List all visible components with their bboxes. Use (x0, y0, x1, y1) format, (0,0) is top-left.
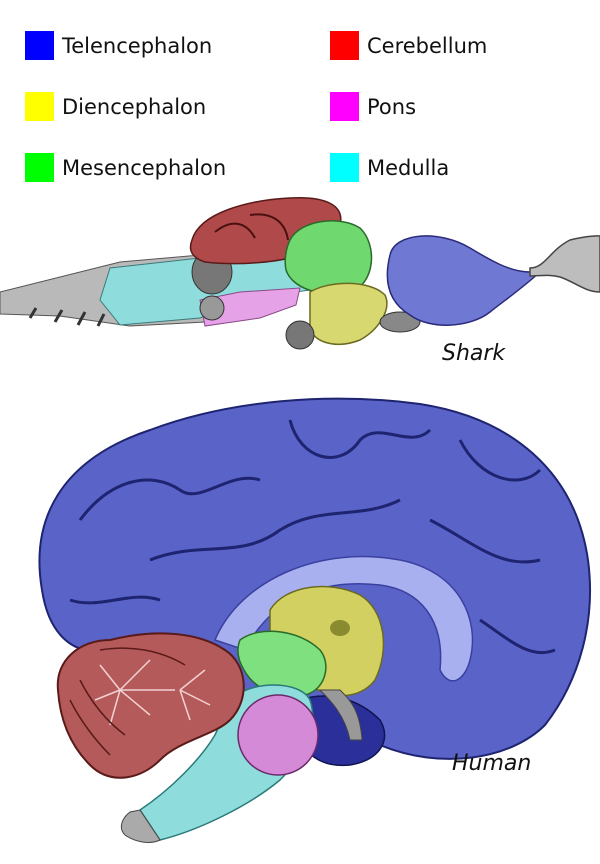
legend-item-telencephalon: Telencephalon (25, 31, 212, 60)
legend-swatch-pons (330, 92, 359, 121)
shark-telencephalon (386, 235, 542, 326)
legend-swatch-cerebellum (330, 31, 359, 60)
human-cerebellum-folia (94, 659, 211, 726)
shark-cerebellum-folds (214, 213, 289, 241)
legend-item-diencephalon: Diencephalon (25, 92, 206, 121)
legend-swatch-mesencephalon (25, 153, 54, 182)
shark-optic-stalk (379, 311, 421, 333)
legend-item-mesencephalon: Mesencephalon (25, 153, 226, 182)
human-corpus-callosum (213, 555, 474, 682)
legend-swatch-medulla (330, 153, 359, 182)
legend-swatch-diencephalon (25, 92, 54, 121)
shark-caption: Shark (442, 341, 506, 366)
shark-cranial-nerve (199, 295, 225, 321)
human-gyri-lines (69, 419, 556, 655)
legend-label-medulla: Medulla (367, 155, 450, 180)
human-pons (237, 694, 319, 776)
legend-label-pons: Pons (367, 94, 417, 119)
legend-label-diencephalon: Diencephalon (62, 94, 207, 119)
legend-label-telencephalon: Telencephalon (62, 33, 213, 58)
legend-item-cerebellum: Cerebellum (330, 31, 487, 60)
shark-pons (199, 287, 301, 327)
human-spinal-cord (120, 809, 161, 843)
human-caption: Human (452, 751, 532, 776)
human-pituitary-stalk (318, 689, 363, 741)
legend-label-cerebellum: Cerebellum (367, 33, 488, 58)
legend-swatch-telencephalon (25, 31, 54, 60)
human-cerebellum-grooves (69, 647, 186, 756)
legend-label-mesencephalon: Mesencephalon (62, 155, 227, 180)
legend-item-pons: Pons (330, 92, 416, 121)
shark-olfactory-tract (529, 235, 600, 293)
legend-item-medulla: Medulla (330, 153, 449, 182)
human-mammillary (330, 620, 350, 636)
shark-nerve-lines (28, 307, 106, 327)
shark-pituitary (285, 320, 315, 350)
